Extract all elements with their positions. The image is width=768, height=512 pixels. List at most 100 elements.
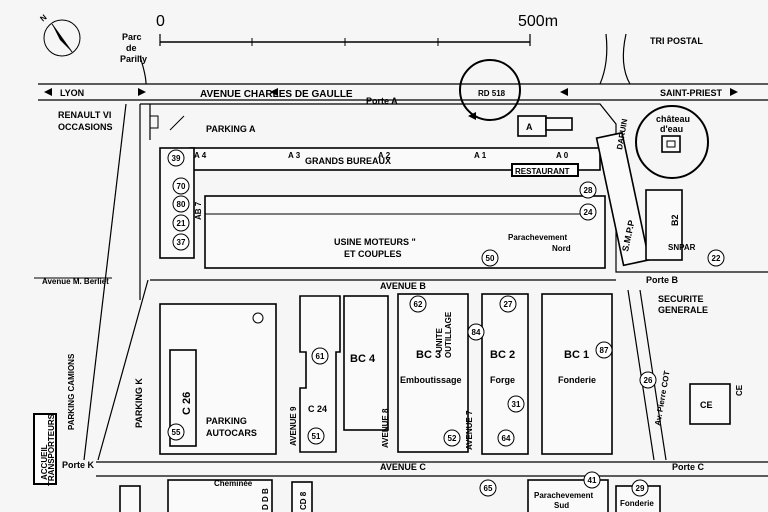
- rd518-label: RD 518: [478, 89, 506, 98]
- porte-b-label: Porte B: [646, 275, 679, 285]
- building-marker-circle: [172, 214, 190, 232]
- building-marker-circle: [507, 395, 525, 413]
- gate-a3: A 3: [288, 151, 301, 160]
- building-marker-circle: [499, 295, 517, 313]
- usine-moteurs-label-1: USINE MOTEURS ": [334, 237, 416, 247]
- building-number-70: 70: [177, 182, 186, 191]
- bc1-building: [541, 293, 613, 455]
- usine-moteurs-label-2: ET COUPLES: [344, 249, 402, 259]
- building-number-55: 55: [172, 428, 181, 437]
- building-marker-circle: [707, 249, 725, 267]
- building-marker-circle: [172, 233, 190, 251]
- building-number-24: 24: [584, 208, 593, 217]
- building-number-31: 31: [512, 400, 521, 409]
- building-number-41: 41: [588, 476, 597, 485]
- parachevement-nord-label-2: Nord: [552, 244, 571, 253]
- forge-label: Forge: [490, 375, 515, 385]
- scale-start: 0: [156, 13, 165, 30]
- building-number-50: 50: [486, 254, 495, 263]
- gate-a4: A 4: [194, 151, 207, 160]
- chemines-label: Cheminée: [214, 479, 253, 488]
- avenue-7-label: AVENUE 7: [465, 410, 474, 450]
- building-number-21: 21: [177, 219, 186, 228]
- north-label: N: [38, 13, 48, 24]
- building-marker-circle: [307, 427, 325, 445]
- bc3-building: [397, 293, 469, 453]
- bc2-label: BC 2: [490, 349, 515, 361]
- accueil-label-2: TRANSPORTEURS: [47, 413, 56, 486]
- avenue-charles-de-gaulle: [38, 33, 768, 101]
- emboutissage-label: Emboutissage: [400, 375, 462, 385]
- parc-label-3: Parilly: [120, 54, 147, 64]
- gate-a-label: A: [526, 122, 533, 132]
- c26-label: C 26: [181, 392, 193, 415]
- parking-k-label: PARKING K: [134, 378, 144, 428]
- snpar-label: SNPAR: [668, 243, 696, 252]
- building-marker-circle: [172, 195, 190, 213]
- fonderie-bottom-label: Fonderie: [620, 499, 654, 508]
- parachevement-sud-2: Sud: [554, 501, 569, 510]
- grands-bureaux-label: GRANDS BUREAUX: [305, 156, 391, 166]
- gate-a1: A 1: [474, 151, 487, 160]
- b2-building: [645, 189, 683, 261]
- building-marker-circle: [595, 341, 613, 359]
- building-marker-circle: [583, 471, 601, 489]
- parc-label-2: de: [126, 43, 137, 53]
- building-marker-circle: [172, 177, 190, 195]
- building-number-80: 80: [177, 200, 186, 209]
- chateau-label-1: château: [656, 114, 690, 124]
- porte-c-label: Porte C: [672, 462, 705, 472]
- north-arrow-icon: N: [38, 13, 81, 57]
- building-number-37: 37: [177, 238, 186, 247]
- chateau-deau-circle: [635, 105, 709, 179]
- avenue-8-label: AVENUE 8: [381, 408, 390, 448]
- building-marker-circle: [467, 323, 485, 341]
- building-number-62: 62: [414, 300, 423, 309]
- building-number-29: 29: [636, 484, 645, 493]
- building-marker-circle: [579, 181, 597, 199]
- avenue-b-label: AVENUE B: [380, 281, 426, 291]
- tri-postal-label: TRI POSTAL: [650, 36, 703, 46]
- bc3-label: BC 3: [416, 349, 441, 361]
- parking-camions-label: PARKING CAMIONS: [67, 353, 76, 430]
- scale-end: 500m: [518, 13, 558, 30]
- building-marker-circle: [479, 479, 497, 497]
- securite-label-1: SECURITE: [658, 294, 704, 304]
- building-number-26: 26: [644, 376, 653, 385]
- building-number-22: 22: [712, 254, 721, 263]
- building-marker-circle: [167, 149, 185, 167]
- avenue-c-label: AVENUE C: [380, 462, 426, 472]
- securite-label-2: GENERALE: [658, 305, 708, 315]
- parc-label-1: Parc: [122, 32, 142, 42]
- bc2-building: [481, 293, 529, 455]
- ce-label: CE: [700, 400, 713, 410]
- building-number-52: 52: [448, 434, 457, 443]
- building-number-84: 84: [472, 328, 481, 337]
- parking-autocars-label-1: PARKING: [206, 416, 247, 426]
- usine-moteurs-building: [204, 195, 606, 269]
- accueil-transporteurs-box: [33, 413, 57, 485]
- ce-side-label: CE: [735, 384, 744, 396]
- building-marker-circle: [167, 423, 185, 441]
- building-number-61: 61: [316, 352, 325, 361]
- gate-a2: A 2: [378, 151, 391, 160]
- parking-a-label: PARKING A: [206, 124, 256, 134]
- building-marker-circle: [631, 479, 649, 497]
- c24-building: [299, 295, 341, 453]
- porte-k-label: Porte K: [62, 460, 95, 470]
- building-number-28: 28: [584, 186, 593, 195]
- building-marker-circle: [579, 203, 597, 221]
- parachevement-sud-1: Parachevement: [534, 491, 593, 500]
- bc1-label: BC 1: [564, 349, 589, 361]
- b2-label: B2: [670, 214, 680, 226]
- cd8-label: CD 8: [299, 491, 308, 510]
- unite-outillage-2: OUTILLAGE: [444, 311, 453, 358]
- ab7-label: AB 7: [194, 201, 203, 220]
- ddb-label: D D B: [261, 488, 270, 510]
- building-number-87: 87: [600, 346, 609, 355]
- building-marker-circle: [639, 371, 657, 389]
- saint-priest-label: SAINT-PRIEST: [660, 88, 723, 98]
- restaurant-label: RESTAURANT: [515, 167, 570, 176]
